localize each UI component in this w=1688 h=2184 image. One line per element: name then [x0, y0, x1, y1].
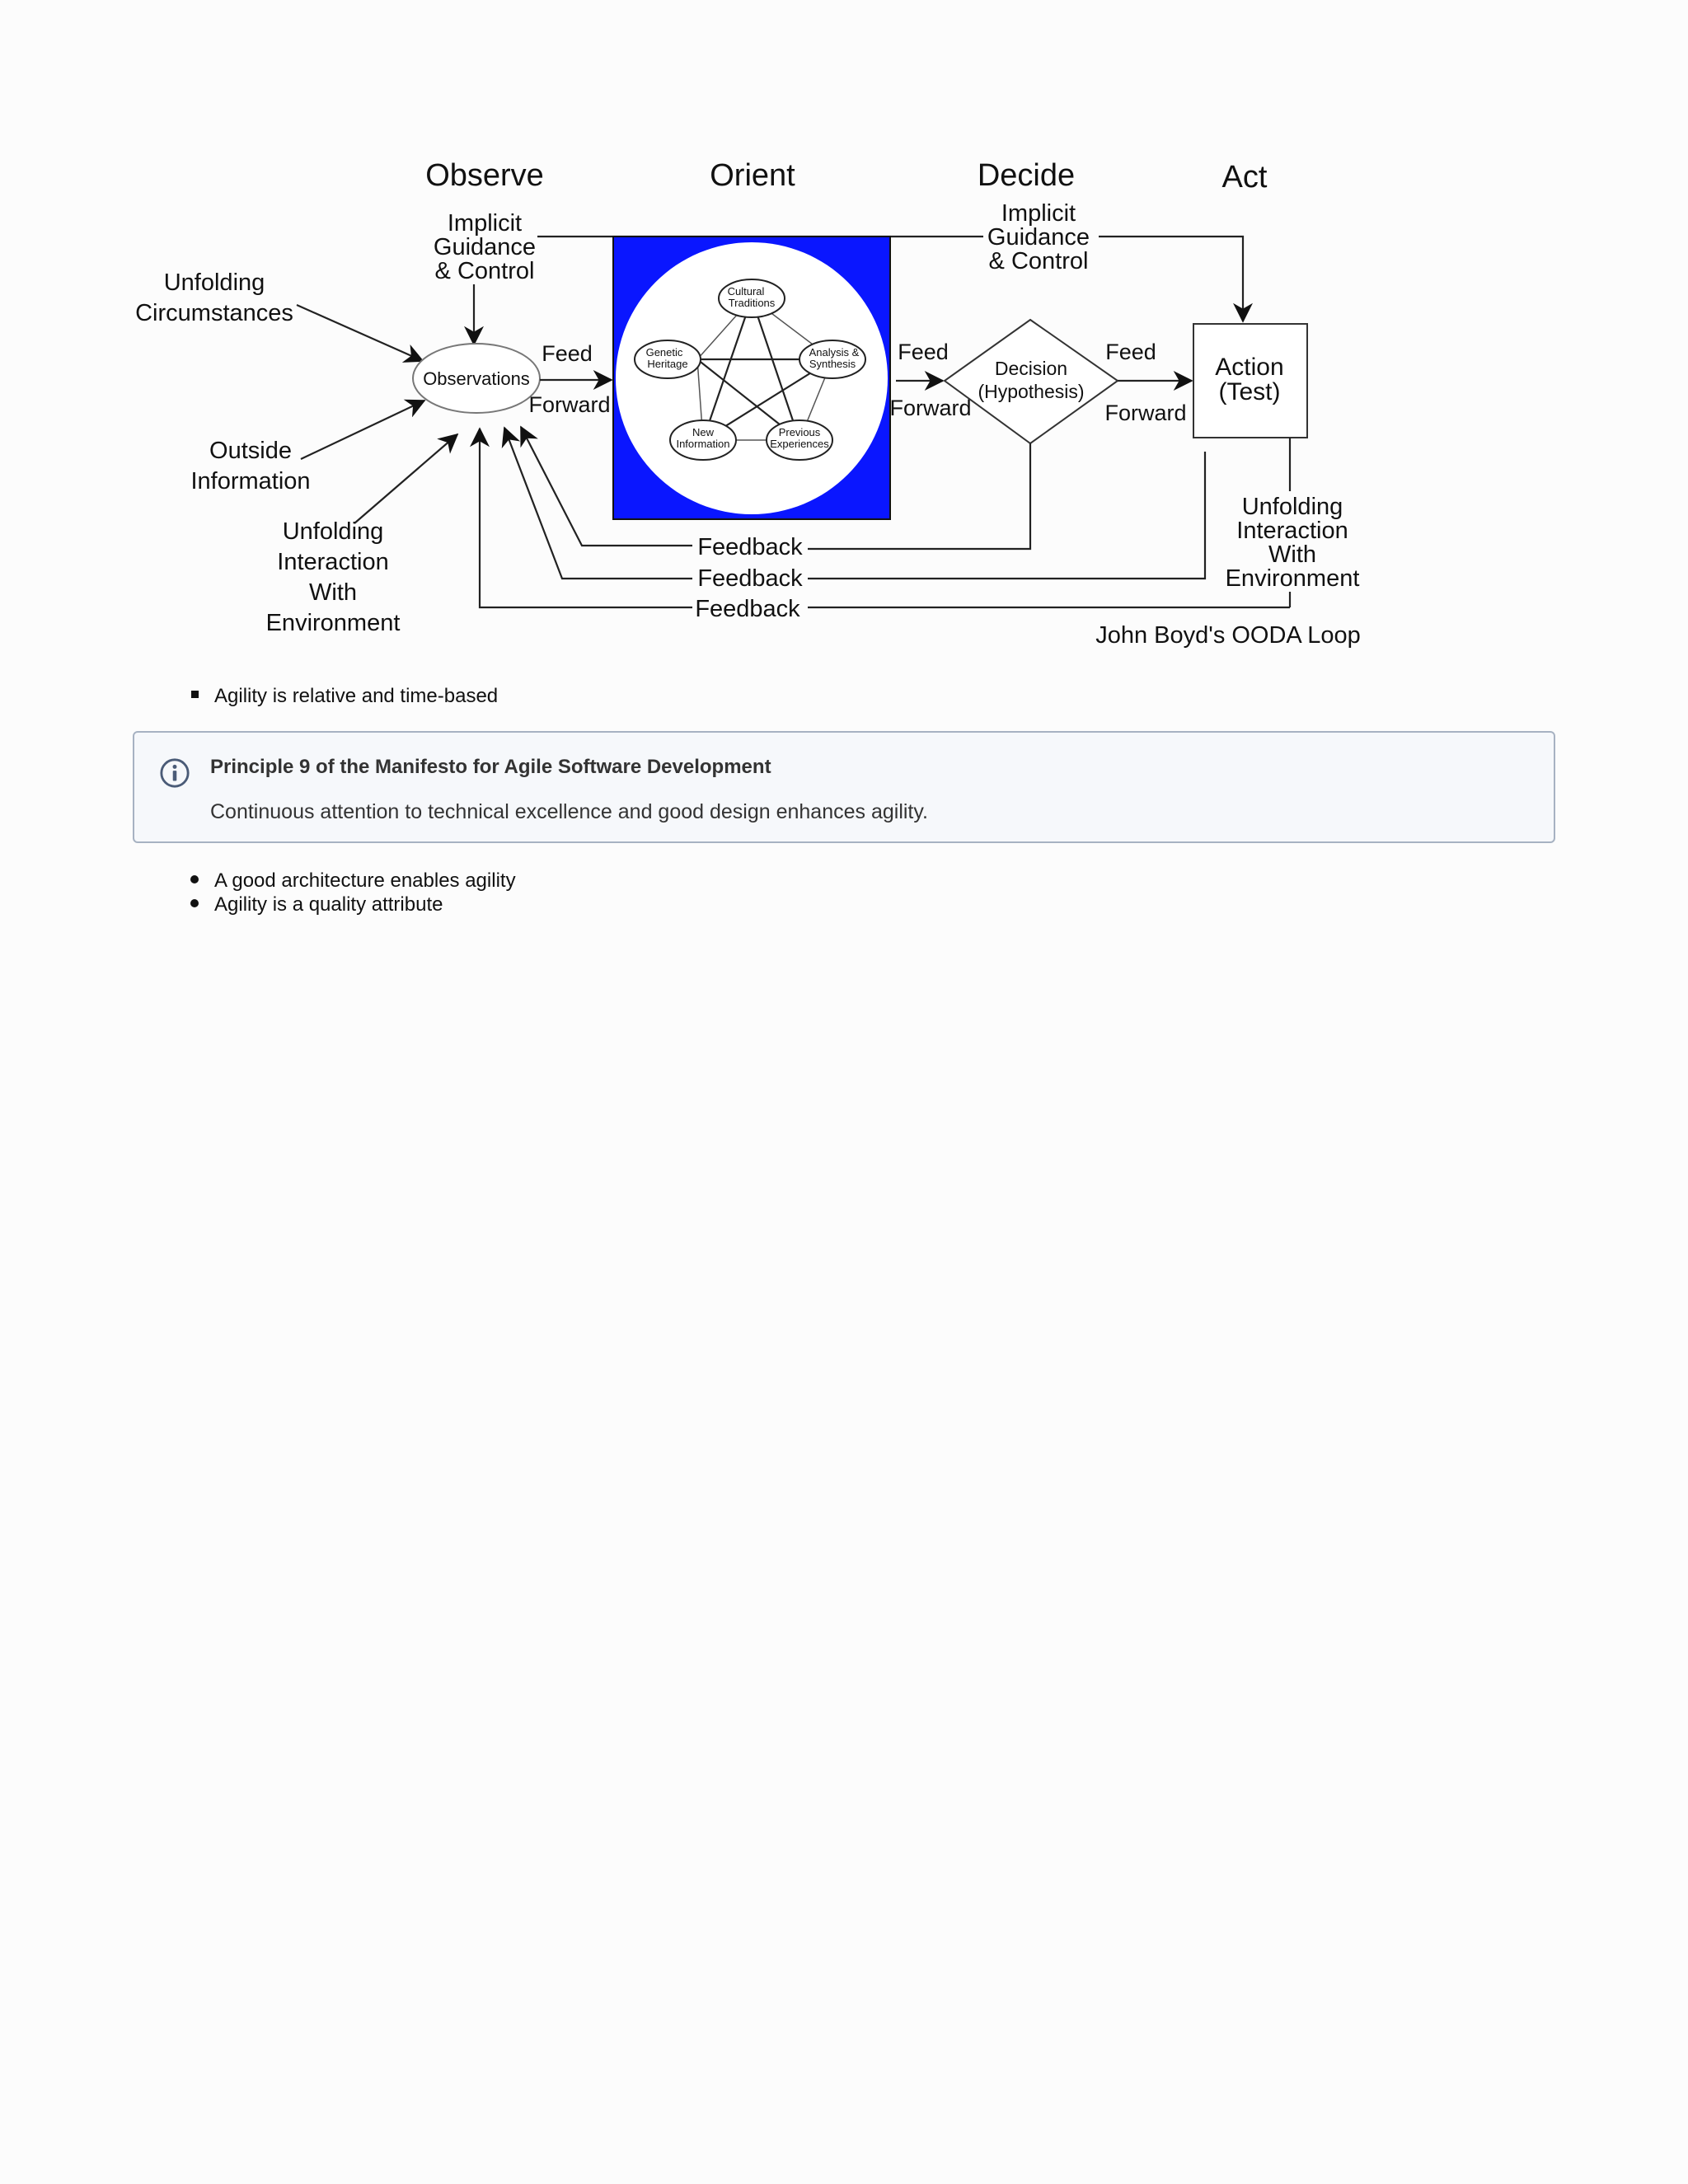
orient-node-analysis-line2: Synthesis: [809, 358, 856, 370]
decision-line2: (Hypothesis): [978, 381, 1084, 402]
action-line1: Action: [1215, 354, 1283, 381]
unfolding-interaction-left-line1: Unfolding: [283, 518, 384, 545]
info-panel-body: Continuous attention to technical excell…: [210, 800, 928, 823]
phase-observe: Observe: [425, 158, 544, 193]
orient-node-new-information-line1: New: [692, 426, 715, 438]
phase-act: Act: [1222, 160, 1268, 194]
guidance-to-action-arrow: [1099, 235, 1253, 323]
orient-node-new-information: [669, 419, 737, 461]
feedback-loop-2: [504, 428, 1207, 580]
info-panel: Principle 9 of the Manifesto for Agile S…: [133, 731, 1555, 843]
observations-label: Observations: [423, 368, 530, 389]
unfolding-interaction-left-line2: Interaction: [277, 549, 388, 575]
list-item: Agility is a quality attribute: [190, 893, 516, 916]
orient-node-previous-experiences: [766, 419, 833, 461]
feed-label-1: Feed: [542, 341, 593, 366]
feedback-loop-1: [521, 427, 1032, 551]
forward-label-2: Forward: [889, 396, 971, 420]
feed-label-3: Feed: [1105, 340, 1156, 364]
unfolding-circumstances-line1: Unfolding: [164, 269, 265, 296]
implicit-guidance-left-line2: Guidance: [434, 234, 536, 260]
diagram-caption: John Boyd's OODA Loop: [1095, 622, 1361, 649]
orient-node-analysis: [799, 340, 866, 379]
unfolding-interaction-right-line1: Unfolding: [1242, 494, 1343, 520]
unfolding-interaction-right-line3: With: [1268, 541, 1316, 568]
implicit-guidance-left-line3: & Control: [435, 258, 535, 284]
orient-node-cultural-line2: Traditions: [729, 297, 776, 309]
unfolding-interaction-right-line4: Environment: [1226, 565, 1360, 592]
bullet-list-top: Agility is relative and time-based: [190, 684, 498, 708]
feedback-label-2: Feedback: [697, 565, 803, 592]
ooda-loop-diagram: Observe Orient Decide Act Implicit Guida…: [135, 158, 1361, 649]
unfolding-interaction-right-line2: Interaction: [1236, 518, 1348, 544]
action-node: [1193, 323, 1308, 438]
outside-information-line2: Information: [190, 468, 310, 494]
list-item: Agility is relative and time-based: [190, 684, 498, 708]
unfolding-interaction-left-line3: With: [309, 579, 357, 606]
bullet-list-bottom: A good architecture enables agility Agil…: [190, 869, 516, 916]
orient-node-previous-experiences-line2: Experiences: [770, 438, 829, 450]
orient-node-cultural-line1: Cultural: [728, 285, 765, 298]
forward-label-1: Forward: [528, 392, 610, 417]
unfolding-circumstances-line2: Circumstances: [135, 300, 293, 326]
implicit-guidance-right-line2: Guidance: [987, 224, 1090, 251]
interaction-arrow: [354, 433, 459, 524]
info-panel-title: Principle 9 of the Manifesto for Agile S…: [210, 756, 771, 778]
phase-decide: Decide: [978, 158, 1075, 193]
outside-information-line1: Outside: [209, 438, 292, 464]
list-item: A good architecture enables agility: [190, 869, 516, 893]
implicit-guidance-left-line1: Implicit: [448, 210, 522, 237]
orient-node-genetic: [634, 340, 701, 379]
phase-orient: Orient: [710, 158, 795, 193]
orient-node-previous-experiences-line1: Previous: [779, 426, 821, 438]
feed-label-2: Feed: [898, 340, 949, 364]
feedback-label-1: Feedback: [697, 534, 803, 560]
decision-line1: Decision: [995, 358, 1067, 379]
orient-node-cultural: [718, 279, 785, 318]
implicit-guidance-right-line3: & Control: [989, 248, 1089, 274]
feedback-loop-3: [480, 429, 1290, 609]
orient-node-analysis-line1: Analysis &: [809, 346, 860, 359]
outside-info-arrow: [300, 399, 426, 460]
action-line2: (Test): [1219, 378, 1281, 405]
orient-node-genetic-line2: Heritage: [647, 358, 687, 370]
forward-label-3: Forward: [1104, 401, 1186, 425]
implicit-guidance-right-line1: Implicit: [1001, 200, 1076, 227]
info-icon: [160, 758, 190, 788]
circumstances-arrow: [296, 303, 424, 363]
feedback-label-3: Feedback: [695, 596, 800, 622]
orient-node-genetic-line1: Genetic: [646, 346, 683, 359]
unfolding-interaction-left-line4: Environment: [266, 610, 401, 636]
orient-node-new-information-line2: Information: [676, 438, 729, 450]
